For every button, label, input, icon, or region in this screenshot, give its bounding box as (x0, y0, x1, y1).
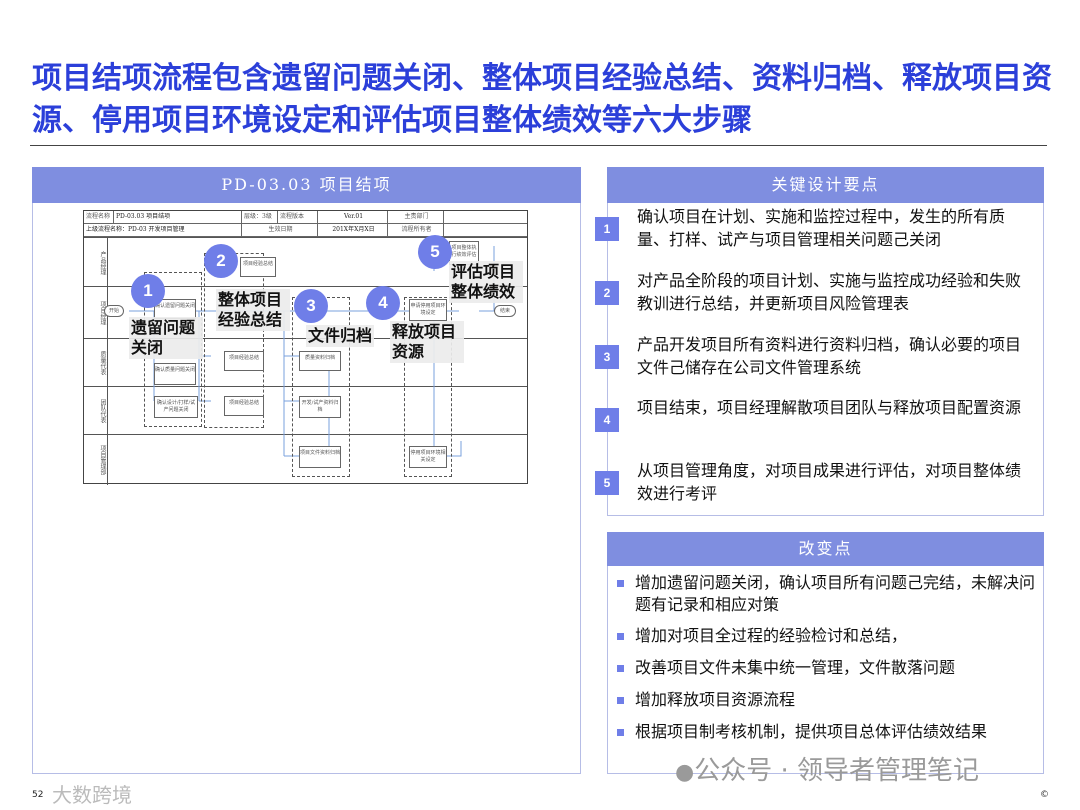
change-item: 改善项目文件未集中统一管理，文件散落问题 (615, 657, 1045, 679)
step-number: 2 (204, 244, 238, 278)
key-point: 3 产品开发项目所有资料进行资料归档，确认必要的项目文件己储存在公司文件管理系统 (595, 333, 1035, 379)
step-label: 评估项目整体绩效 (449, 261, 523, 303)
lane-label: 产品经理 (84, 238, 108, 287)
key-point: 4 项目结束，项目经理解散项目团队与释放项目配置资源 (595, 396, 1035, 432)
watermark-right: ●公众号 · 领导者管理笔记 (675, 750, 979, 787)
process-box: 项目经验总结 (224, 351, 264, 371)
step-number: 3 (294, 289, 328, 323)
key-point: 1 确认项目在计划、实施和监控过程中，发生的所有质量、打样、试产与项目管理相关问题… (595, 205, 1035, 251)
fc-cell: Ver.01 (318, 211, 388, 224)
end-node: 结束 (494, 305, 516, 317)
process-box: 项目经验总结 (224, 396, 264, 416)
flowchart-header: PD-03.03 项目结项 (32, 167, 581, 203)
step-label: 整体项目经验总结 (216, 289, 290, 331)
fc-cell: 生效日期 (242, 224, 318, 237)
key-point-text: 对产品全阶段的项目计划、实施与监控成功经验和失败教训进行总结，并更新项目风险管理… (637, 271, 1022, 313)
change-item: 增加释放项目资源流程 (615, 689, 1045, 711)
key-points-header: 关键设计要点 (607, 167, 1044, 203)
lane-label: 质量代表 (84, 339, 108, 387)
swimlane: 项目管理部 (84, 434, 527, 485)
lane-label: 项目管理部 (84, 435, 108, 485)
fc-cell (444, 224, 527, 237)
changes-header: 改变点 (607, 532, 1044, 566)
change-item: 增加遗留问题关闭，确认项目所有问题己完结，未解决问题有记录和相应对策 (615, 572, 1045, 616)
watermark-left: 大数跨境 (52, 783, 132, 807)
process-box: 质量资料归档 (299, 351, 341, 371)
fc-cell (444, 211, 527, 224)
key-point: 2 对产品全阶段的项目计划、实施与监控成功经验和失败教训进行总结，并更新项目风险管… (595, 269, 1035, 315)
watermark-text: 公众号 · 领导者管理笔记 (694, 756, 979, 786)
swimlane: 团队代表 (84, 386, 527, 435)
key-point-text: 确认项目在计划、实施和监控过程中，发生的所有质量、打样、试产与项目管理相关问题己… (637, 207, 1006, 249)
swimlane: 质量代表 (84, 338, 527, 387)
key-point-text: 项目结束，项目经理解散项目团队与释放项目配置资源 (637, 398, 1022, 417)
page-title: 项目结项流程包含遗留问题关闭、整体项目经验总结、资料归档、释放项目资源、停用项目… (32, 61, 1052, 138)
copyright: © (1040, 790, 1049, 800)
step-label: 文件归档 (306, 325, 375, 347)
step-number: 5 (418, 235, 452, 269)
process-box: 停用项目环境相关设定 (409, 446, 447, 468)
wechat-icon: ● (675, 760, 695, 785)
fc-cell: 主责部门 (388, 211, 444, 224)
page-number: 52 (32, 790, 44, 800)
key-point-text: 从项目管理角度，对项目成果进行评估，对项目整体绩效进行考评 (637, 461, 1022, 503)
fc-cell: PD-03.03 项目结项 (114, 211, 242, 224)
flowchart: 流程名称 PD-03.03 项目结项 层级：3级 流程版本 Ver.01 主责部… (83, 210, 528, 485)
swimlane: 产品经理 (84, 237, 527, 287)
step-label: 释放项目资源 (390, 321, 464, 363)
change-item: 根据项目制考核机制，提供项目总体评估绩效结果 (615, 721, 1045, 743)
number-badge: 2 (595, 281, 619, 305)
number-badge: 1 (595, 217, 619, 241)
fc-cell: 层级：3级 (242, 211, 278, 224)
process-box: 项目文件资料归档 (299, 446, 341, 468)
process-box: 申请停用项目环境设定 (409, 299, 447, 321)
key-point-text: 产品开发项目所有资料进行资料归档，确认必要的项目文件己储存在公司文件管理系统 (637, 335, 1022, 377)
process-box: 确认设计/打样/试产问题关闭 (154, 396, 198, 418)
key-point: 5 从项目管理角度，对项目成果进行评估，对项目整体绩效进行考评 (595, 459, 1035, 505)
change-item: 增加对项目全过程的经验检讨和总结， (615, 625, 1045, 647)
number-badge: 4 (595, 408, 619, 432)
divider (30, 145, 1047, 146)
fc-cell: 流程名称 (84, 211, 114, 224)
fc-cell: 201X年X月X日 (318, 224, 388, 237)
number-badge: 5 (595, 471, 619, 495)
step-number: 1 (131, 274, 165, 308)
process-box: 项目经验总结 (240, 257, 276, 277)
step-number: 4 (366, 286, 400, 320)
step-group (404, 297, 452, 477)
fc-cell: 上级流程名称：PD-03 开发项目管理 (84, 224, 242, 237)
fc-cell: 流程版本 (278, 211, 318, 224)
step-label: 遗留问题关闭 (129, 317, 203, 359)
lane-label: 团队代表 (84, 387, 108, 435)
process-box: 开发/试产资料归档 (299, 396, 341, 418)
fc-cell: 流程所有者 (388, 224, 444, 237)
process-box: 确认质量问题关闭 (154, 363, 196, 385)
start-node: 开始 (104, 305, 124, 317)
number-badge: 3 (595, 345, 619, 369)
